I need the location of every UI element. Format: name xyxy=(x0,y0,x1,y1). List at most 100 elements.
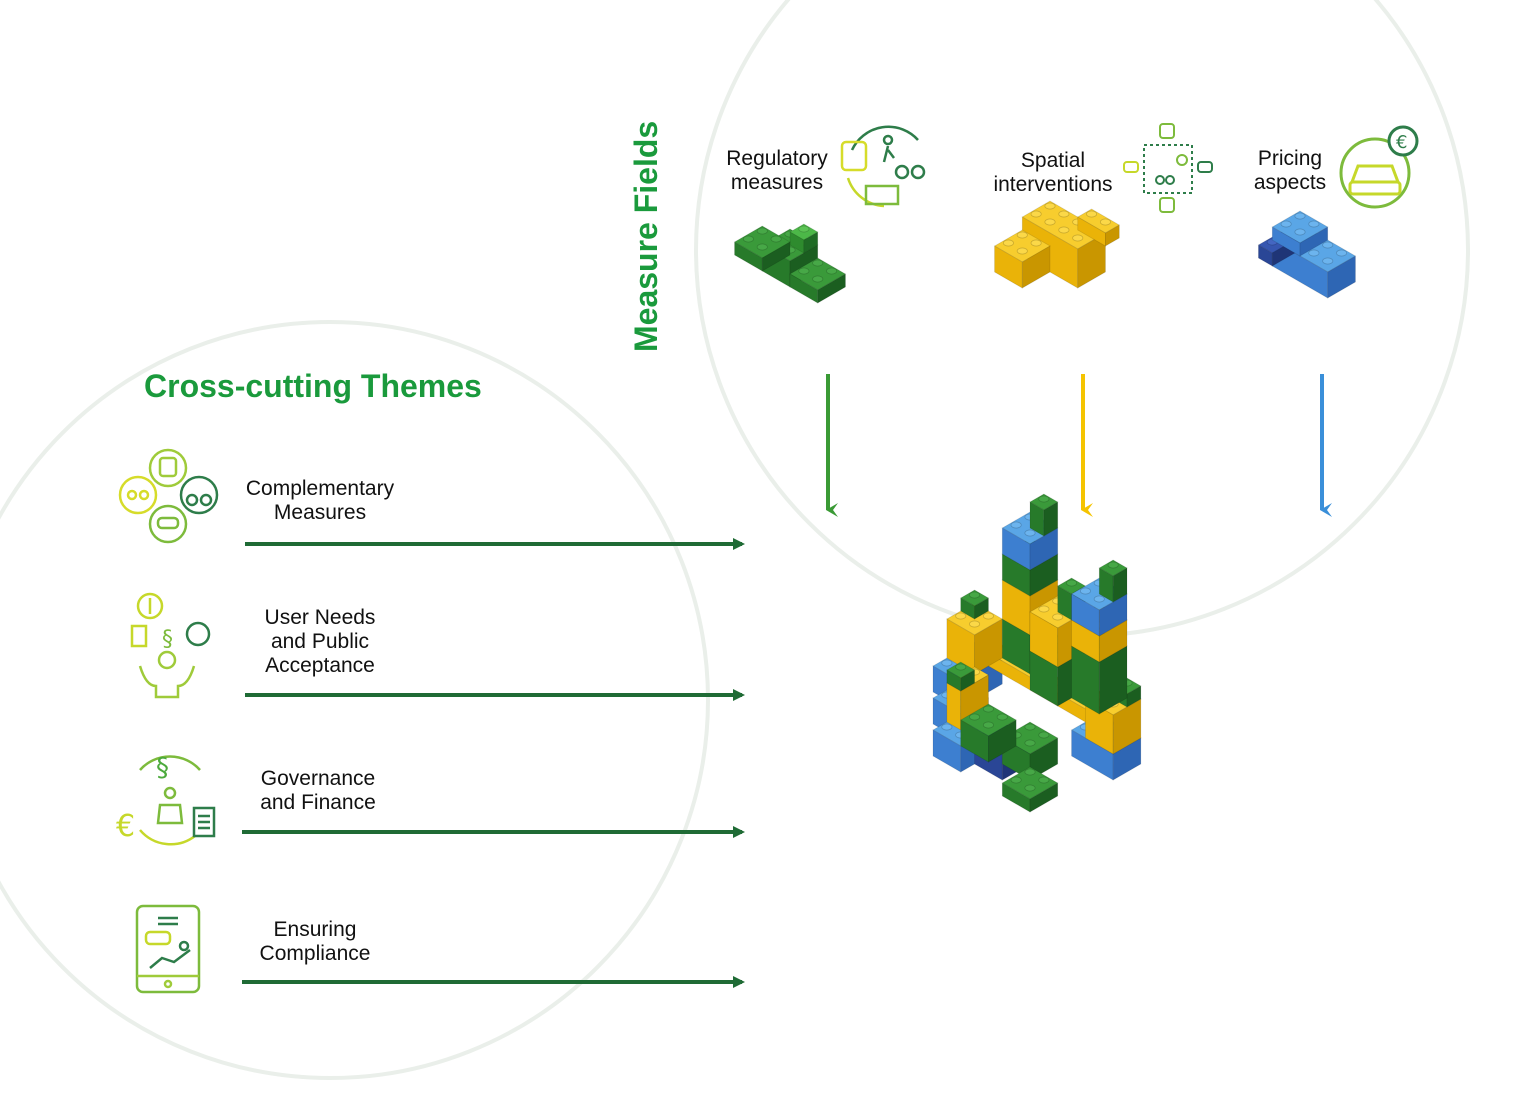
theme-label-complementary: Complementary Measures xyxy=(230,477,410,525)
brick-stud xyxy=(1030,239,1042,247)
measure-fields-circle xyxy=(694,0,1470,638)
brick-stud xyxy=(1086,210,1098,218)
cross-cutting-circle xyxy=(0,320,710,1080)
brick-stud xyxy=(1066,579,1078,587)
brick-stud xyxy=(812,275,824,283)
governance-finance-icon: § € xyxy=(116,753,216,846)
brick-side xyxy=(817,273,846,304)
brick-stud xyxy=(742,235,754,243)
brick-stud xyxy=(1079,587,1091,595)
brick-stud xyxy=(969,620,981,628)
svg-text:§: § xyxy=(156,753,169,783)
brick-side xyxy=(1126,685,1142,708)
brick-side xyxy=(1098,593,1128,637)
brick-stud xyxy=(941,659,953,667)
brick-side xyxy=(1112,567,1128,603)
brick-side xyxy=(974,597,989,620)
mobility-modes-icon xyxy=(118,448,219,544)
theme-label-line: and Public xyxy=(270,630,370,653)
brick-side xyxy=(1105,224,1120,247)
brick-side xyxy=(1327,255,1356,299)
field-label-spatial: Spatial interventions xyxy=(973,149,1133,197)
brick-stud xyxy=(982,705,994,713)
svg-text:€: € xyxy=(1396,132,1407,153)
brick-stud xyxy=(1044,202,1056,210)
brick-stud xyxy=(982,721,994,729)
brick-side xyxy=(1021,245,1051,289)
theme-label-line: Measures xyxy=(273,501,367,524)
brick-stud xyxy=(1052,613,1064,621)
cross-cutting-title: Cross-cutting Themes xyxy=(144,368,482,404)
theme-label-line: Ensuring xyxy=(273,918,357,941)
brick-stud xyxy=(1294,212,1306,220)
brick-stud xyxy=(1016,231,1028,239)
car-euro-icon: € xyxy=(1339,125,1419,209)
theme-label-line: User Needs xyxy=(264,606,376,629)
field-label-line: Spatial xyxy=(1020,149,1086,172)
brick-side xyxy=(1098,619,1128,663)
brick-stud xyxy=(1010,776,1022,784)
brick-stud xyxy=(1024,739,1036,747)
brick-side xyxy=(1029,527,1059,571)
tablet-monitoring-icon xyxy=(135,904,201,994)
brick-side xyxy=(960,669,975,692)
field-label-line: Pricing xyxy=(1257,147,1323,170)
brick-stud xyxy=(1038,776,1050,784)
svg-text:§: § xyxy=(162,627,173,652)
brick-stud xyxy=(1058,210,1070,218)
theme-label-user-needs: User Needs and Public Acceptance xyxy=(230,606,410,678)
brick-stud xyxy=(756,243,768,251)
theme-label-compliance: Ensuring Compliance xyxy=(225,918,405,966)
theme-label-governance: Governance and Finance xyxy=(228,767,408,815)
field-label-pricing: Pricing aspects xyxy=(1240,147,1340,195)
brick-stud xyxy=(969,713,981,721)
brick-stud xyxy=(1308,249,1320,257)
brick-side xyxy=(1112,698,1142,755)
brick-stud xyxy=(1038,731,1050,739)
brick-stud xyxy=(941,723,953,731)
brick-side xyxy=(1299,226,1329,257)
theme-label-line: Acceptance xyxy=(265,654,375,677)
brick-side xyxy=(1098,645,1128,715)
brick-stud xyxy=(1308,220,1320,228)
brick-stud xyxy=(955,612,967,620)
regulation-modes-icon xyxy=(840,125,926,208)
brick-side xyxy=(1029,782,1059,813)
brick-side xyxy=(803,231,819,254)
brick-side xyxy=(1077,232,1106,289)
brick-stud xyxy=(1058,226,1070,234)
brick-stud xyxy=(1072,234,1084,242)
brick-stud xyxy=(826,267,838,275)
brick-stud xyxy=(969,591,981,599)
brick-side xyxy=(761,241,791,272)
brick-stud xyxy=(1107,561,1119,569)
brick-stud xyxy=(1322,257,1334,265)
brick-stud xyxy=(1038,605,1050,613)
brick-stud xyxy=(798,225,810,233)
brick-stud xyxy=(1294,228,1306,236)
field-label-line: Regulatory xyxy=(726,147,828,170)
measure-fields-title: Measure Fields xyxy=(628,120,664,352)
brick-stud xyxy=(1010,521,1022,529)
brick-stud xyxy=(1030,210,1042,218)
brick-stud xyxy=(798,267,810,275)
person-juggling-icon: § xyxy=(130,592,211,699)
brick-stud xyxy=(1093,595,1105,603)
field-label-line: interventions xyxy=(993,173,1113,196)
brick-stud xyxy=(1024,529,1036,537)
field-label-regulatory: Regulatory measures xyxy=(707,147,847,195)
brick-stud xyxy=(1336,249,1348,257)
theme-label-line: Compliance xyxy=(259,942,371,965)
brick-stud xyxy=(1024,723,1036,731)
brick-illustration xyxy=(733,200,1357,813)
field-label-line: measures xyxy=(730,171,824,194)
brick-stud xyxy=(1099,218,1111,226)
field-label-line: aspects xyxy=(1253,171,1327,194)
brick-stud xyxy=(982,612,994,620)
brick-stud xyxy=(756,227,768,235)
brick-side xyxy=(1043,501,1059,537)
brick-stud xyxy=(1024,784,1036,792)
brick-stud xyxy=(1002,239,1014,247)
brick-stud xyxy=(1044,218,1056,226)
